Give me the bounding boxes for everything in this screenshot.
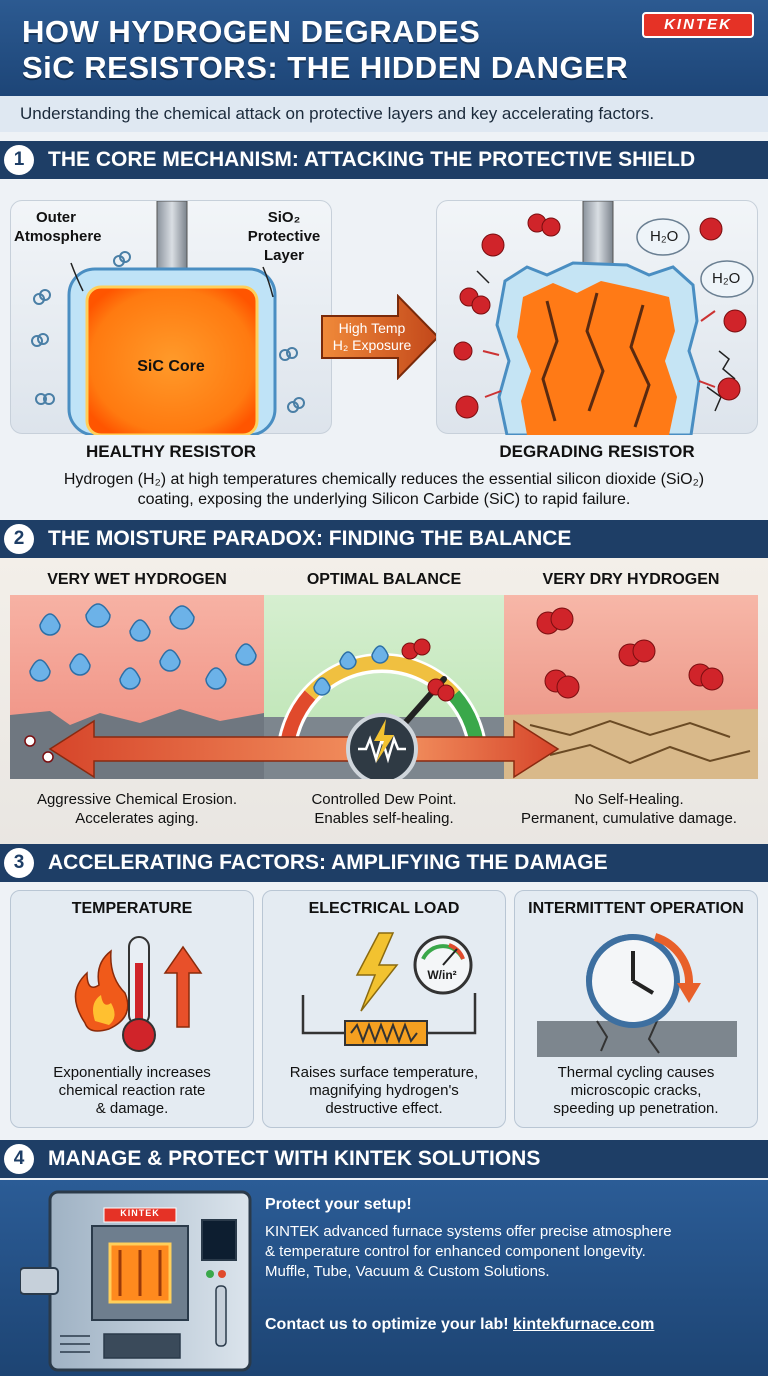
section-3-number: 3 (4, 848, 34, 878)
section-1-title: THE CORE MECHANISM: ATTACKING THE PROTEC… (48, 148, 696, 171)
moisture-balance-illustration (10, 595, 758, 779)
page-subtitle: Understanding the chemical attack on pro… (0, 96, 768, 132)
section-3-header: 3 ACCELERATING FACTORS: AMPLIFYING THE D… (0, 844, 768, 882)
website-link[interactable]: kintekfurnace.com (513, 1316, 655, 1333)
temperature-card (10, 890, 254, 1128)
arrow-label: High Temp H₂ Exposure (332, 320, 412, 353)
thermal-cycling-clock-icon (537, 933, 737, 1057)
section-1-header: 1 THE CORE MECHANISM: ATTACKING THE PROT… (0, 141, 768, 179)
h2o-molecule-label-2: H₂O (712, 270, 741, 287)
contact-call-to-action: Contact us to optimize your lab! kintekf… (265, 1316, 654, 1334)
degrading-resistor-panel (436, 200, 758, 437)
section-4-number: 4 (4, 1144, 34, 1174)
section-3-title: ACCELERATING FACTORS: AMPLIFYING THE DAM… (48, 851, 608, 874)
wet-hydrogen-description: Aggressive Chemical Erosion. Accelerates… (36, 791, 238, 827)
section-4-body: KINTEK advanced furnace systems offer pr… (265, 1223, 672, 1280)
optimal-balance-description: Controlled Dew Point. Enables self-heali… (311, 791, 457, 827)
furnace-brand-label: KINTEK (120, 1208, 160, 1218)
watt-density-unit-label: W/in² (427, 968, 457, 982)
dry-hydrogen-description: No Self-Healing. Permanent, cumulative d… (521, 791, 737, 827)
h2o-molecule-label-1: H₂O (650, 228, 679, 245)
very-wet-hydrogen-label: VERY WET HYDROGEN (47, 571, 227, 588)
outer-atmosphere-label: Outer Atmosphere (14, 209, 102, 245)
sio2-protective-layer-label: SiO₂ Protective Layer (247, 209, 321, 264)
title-line-1: HOW HYDROGEN DEGRADES (22, 14, 481, 49)
electrical-load-card-description: Raises surface temperature, magnifying h… (289, 1064, 479, 1117)
healthy-resistor-illustration (31, 200, 305, 437)
electrical-load-card (262, 890, 506, 1128)
section-1-description: Hydrogen (H₂) at high temperatures chemi… (63, 471, 705, 508)
kintek-logo[interactable]: KINTEK (642, 12, 754, 38)
section-2-number: 2 (4, 524, 34, 554)
section-1-number: 1 (4, 145, 34, 175)
sic-core-label: SiC Core (137, 358, 205, 375)
section-2-header: 2 THE MOISTURE PARADOX: FINDING THE BALA… (0, 520, 768, 558)
temperature-card-title: TEMPERATURE (71, 900, 193, 917)
intermittent-operation-card (514, 890, 758, 1128)
intermittent-operation-card-title: INTERMITTENT OPERATION (528, 900, 744, 917)
section-4-headline: Protect your setup! (265, 1196, 412, 1213)
degrading-resistor-caption: DEGRADING RESISTOR (499, 442, 695, 461)
section-4-title: MANAGE & PROTECT WITH KINTEK SOLUTIONS (48, 1147, 541, 1170)
contact-text: Contact us to optimize your lab! (265, 1316, 509, 1333)
page-header (0, 0, 768, 96)
electrical-load-card-title: ELECTRICAL LOAD (308, 900, 460, 917)
thermometer-flame-icon (74, 936, 203, 1052)
very-dry-hydrogen-label: VERY DRY HYDROGEN (542, 571, 720, 588)
healthy-resistor-caption: HEALTHY RESISTOR (85, 442, 257, 461)
optimal-balance-label: OPTIMAL BALANCE (306, 571, 462, 588)
page-title: HOW HYDROGEN DEGRADES SiC RESISTORS: THE… (22, 14, 662, 86)
degrading-resistor-illustration (453, 200, 754, 437)
title-line-2: SiC RESISTORS: THE HIDDEN DANGER (22, 50, 629, 85)
temperature-card-description: Exponentially increases chemical reactio… (53, 1064, 211, 1117)
electrical-load-icon (301, 932, 477, 1046)
high-temp-arrow-icon (321, 294, 440, 380)
section-4-header: 4 MANAGE & PROTECT WITH KINTEK SOLUTIONS (0, 1140, 768, 1178)
intermittent-operation-card-description: Thermal cycling causes microscopic crack… (553, 1064, 719, 1117)
furnace-illustration (20, 1190, 252, 1372)
section-2-title: THE MOISTURE PARADOX: FINDING THE BALANC… (48, 527, 572, 550)
healthy-resistor-panel (10, 200, 332, 437)
